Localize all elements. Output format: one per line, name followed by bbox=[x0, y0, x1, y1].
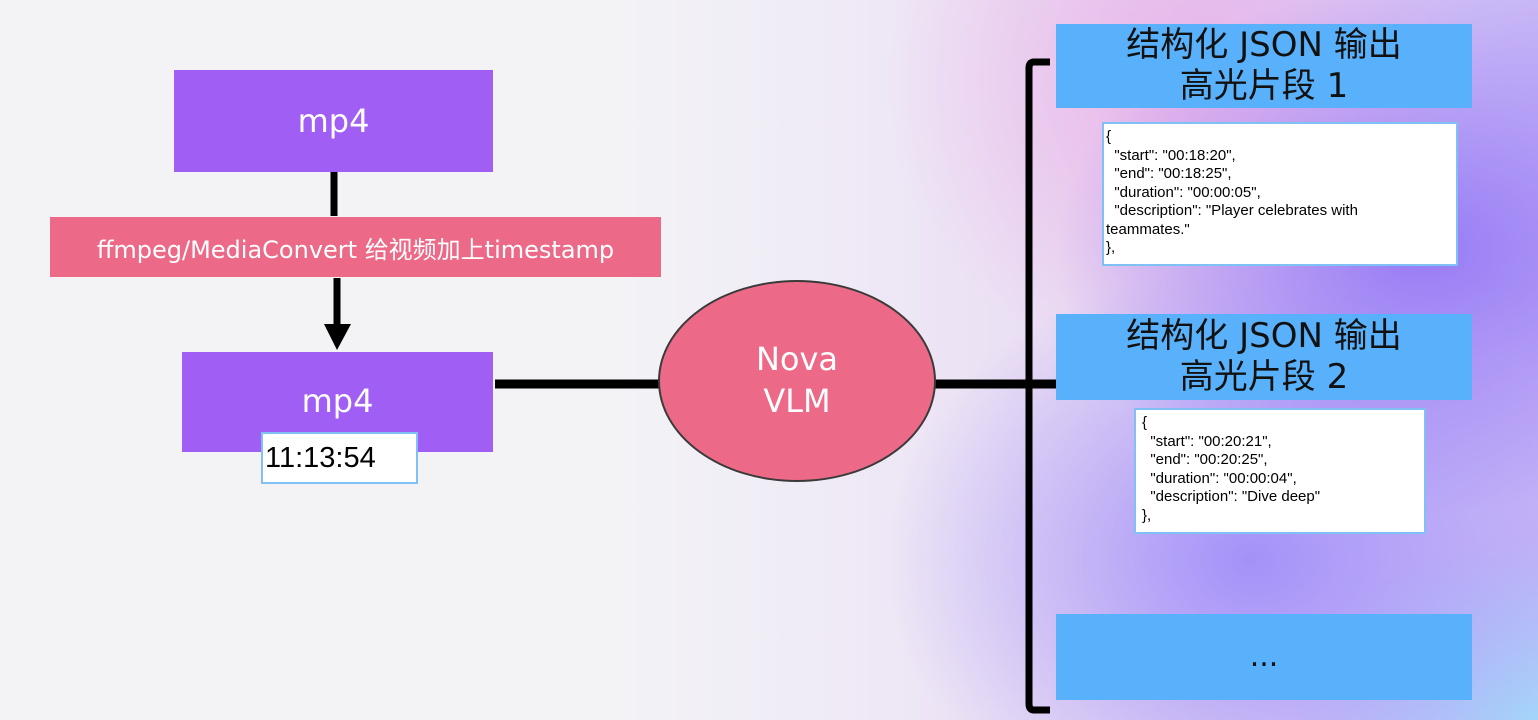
nova-vlm-node: Nova VLM bbox=[658, 280, 936, 482]
output-1-title-line2: 高光片段 1 bbox=[1179, 66, 1349, 106]
output-1-json: { "start": "00:18:20", "end": "00:18:25"… bbox=[1102, 122, 1458, 266]
ffmpeg-process-node: ffmpeg/MediaConvert 给视频加上timestamp bbox=[50, 217, 661, 277]
output-2-json: { "start": "00:20:21", "end": "00:20:25"… bbox=[1134, 408, 1426, 534]
output-more-label: ... bbox=[1249, 639, 1279, 674]
output-1-title-line1: 结构化 JSON 输出 bbox=[1126, 25, 1402, 66]
arrowhead-down bbox=[324, 324, 351, 350]
output-2-header: 结构化 JSON 输出 高光片段 2 bbox=[1056, 314, 1472, 400]
output-1-header: 结构化 JSON 输出 高光片段 1 bbox=[1056, 24, 1472, 108]
nova-vlm-line2: VLM bbox=[763, 382, 831, 420]
source-mp4-label: mp4 bbox=[297, 102, 370, 140]
ffmpeg-process-label: ffmpeg/MediaConvert 给视频加上timestamp bbox=[96, 235, 615, 264]
output-2-title-line2: 高光片段 2 bbox=[1179, 357, 1349, 397]
output-bracket bbox=[1025, 58, 1050, 714]
output-more-placeholder: ... bbox=[1056, 614, 1472, 700]
nova-vlm-line1: Nova bbox=[755, 340, 839, 379]
source-mp4-node: mp4 bbox=[174, 70, 493, 172]
stamped-mp4-label: mp4 bbox=[301, 382, 374, 420]
timestamp-text: 11:13:54 bbox=[265, 441, 376, 474]
stamped-mp4-node: mp4 bbox=[182, 352, 493, 452]
output-2-title-line1: 结构化 JSON 输出 bbox=[1126, 316, 1402, 357]
timestamp-overlay: 11:13:54 bbox=[261, 432, 418, 484]
